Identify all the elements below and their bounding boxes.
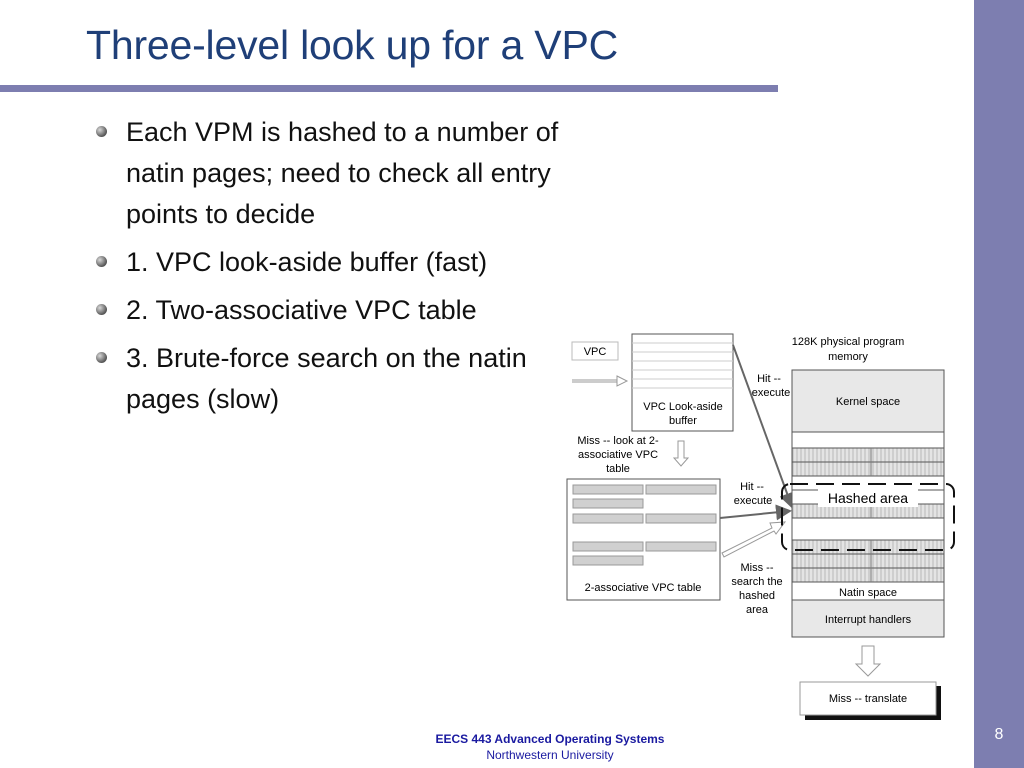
translate-label: Miss -- translate xyxy=(829,693,907,705)
footer-university: Northwestern University xyxy=(486,748,614,762)
memory-to-translate-arrow xyxy=(854,645,882,677)
lookaside-label: VPC Look-aside xyxy=(643,401,723,413)
hashed-area-label: Hashed area xyxy=(828,490,908,506)
miss-search-label: Miss -- xyxy=(741,562,774,574)
assoc-table-label: 2-associative VPC table xyxy=(585,582,702,594)
slide-title: Three-level look up for a VPC xyxy=(86,22,619,68)
page-number: 8 xyxy=(994,726,1004,743)
table-hit-arrow xyxy=(719,504,792,521)
natin-space-label: Natin space xyxy=(839,587,897,599)
buffer-hit-arrow xyxy=(732,344,795,509)
hit-label-1: Hit -- xyxy=(757,373,781,385)
hit-label-2: Hit -- xyxy=(740,481,764,493)
miss-lookup-label: Miss -- look at 2- xyxy=(577,435,659,447)
bullet-item: 2. Two-associative VPC table xyxy=(96,290,606,331)
bullet-item: Each VPM is hashed to a number of natin … xyxy=(96,112,596,235)
buffer-to-table-arrow xyxy=(672,440,690,467)
translate-box xyxy=(799,681,937,716)
memory-title: 128K physical program xyxy=(792,336,905,348)
lookaside-label-2: buffer xyxy=(669,415,697,427)
miss-lookup-label-3: table xyxy=(606,463,630,475)
bullet-list: Each VPM is hashed to a number of natin … xyxy=(96,112,606,427)
bullet-icon xyxy=(96,256,107,267)
bullet-icon xyxy=(96,352,107,363)
lookaside-buffer xyxy=(631,333,734,432)
miss-search-label-4: area xyxy=(746,604,769,616)
bullet-item: 1. VPC look-aside buffer (fast) xyxy=(96,242,606,283)
miss-search-label-3: hashed xyxy=(739,590,775,602)
hit-label-1b: execute xyxy=(752,387,791,399)
sidebar-band xyxy=(974,0,1024,768)
vpc-label: VPC xyxy=(584,346,607,358)
vpc-to-buffer-arrow xyxy=(572,375,629,387)
bullet-text: 3. Brute-force search on the natin pages… xyxy=(126,343,527,414)
bullet-icon xyxy=(96,126,107,137)
hashed-area-label-bg xyxy=(818,489,918,507)
bullet-item: 3. Brute-force search on the natin pages… xyxy=(96,338,556,420)
miss-search-label-2: search the xyxy=(731,576,782,588)
bullet-text: 1. VPC look-aside buffer (fast) xyxy=(126,247,488,277)
hit-label-2b: execute xyxy=(734,495,773,507)
hashed-area-outline xyxy=(781,483,955,551)
interrupt-handlers-label: Interrupt handlers xyxy=(825,614,912,626)
title-rule xyxy=(0,85,778,92)
lookup-diagram: VPC VPC Look-aside buffer Miss -- look a… xyxy=(566,333,955,720)
bullet-text: Each VPM is hashed to a number of natin … xyxy=(126,117,559,229)
bullet-text: 2. Two-associative VPC table xyxy=(126,295,477,325)
footer-course: EECS 443 Advanced Operating Systems xyxy=(435,732,665,746)
table-to-hash-arrow xyxy=(721,521,787,558)
memory-title-2: memory xyxy=(828,351,868,363)
footer: EECS 443 Advanced Operating Systems Nort… xyxy=(300,731,800,763)
miss-lookup-label-2: associative VPC xyxy=(578,449,658,461)
vpc-box xyxy=(571,341,619,361)
bullet-icon xyxy=(96,304,107,315)
assoc-vpc-table xyxy=(566,478,721,601)
kernel-space-label: Kernel space xyxy=(836,396,900,408)
